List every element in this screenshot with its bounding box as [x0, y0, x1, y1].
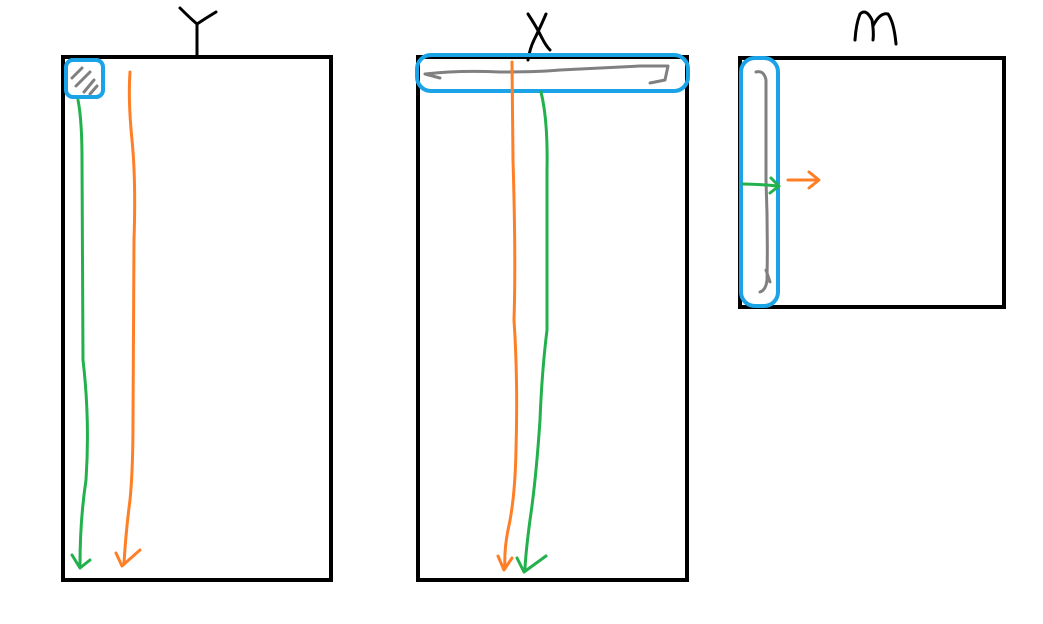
matrix-y-cell-scribble	[70, 66, 99, 96]
matrix-x: X	[415, 12, 690, 582]
matrix-y-green-arrow	[76, 98, 89, 567]
matrix-m-green-arrow	[741, 182, 780, 188]
matrix-x-green-arrowhead	[515, 554, 548, 574]
matrix-m-column-scribble	[754, 70, 772, 294]
matrix-x-orange-arrowhead	[496, 554, 514, 572]
matrix-m-highlight-column	[739, 56, 780, 308]
matrix-x-box	[416, 55, 689, 582]
matrix-x-orange-arrow	[503, 60, 519, 570]
matrix-y-orange-arrowhead	[114, 548, 142, 568]
matrix-x-row-scribble	[423, 64, 670, 85]
matrix-y-box	[61, 55, 333, 582]
matrix-y-green-arrowhead	[70, 553, 92, 570]
matrix-m-orange-arrowhead	[807, 170, 821, 190]
matrix-x-label: X	[526, 12, 552, 62]
matrix-x-green-arrow	[523, 90, 549, 570]
matrix-x-highlight-row	[415, 53, 690, 93]
matrix-m-label: M	[853, 10, 898, 46]
matrix-m: M	[738, 10, 1006, 309]
matrix-y-highlight-cell	[64, 58, 105, 99]
matrix-m-green-arrowhead	[768, 176, 781, 195]
matrix-y: Y	[61, 6, 333, 582]
matrix-y-orange-arrow	[122, 70, 137, 565]
matrix-y-label: Y	[178, 6, 218, 58]
